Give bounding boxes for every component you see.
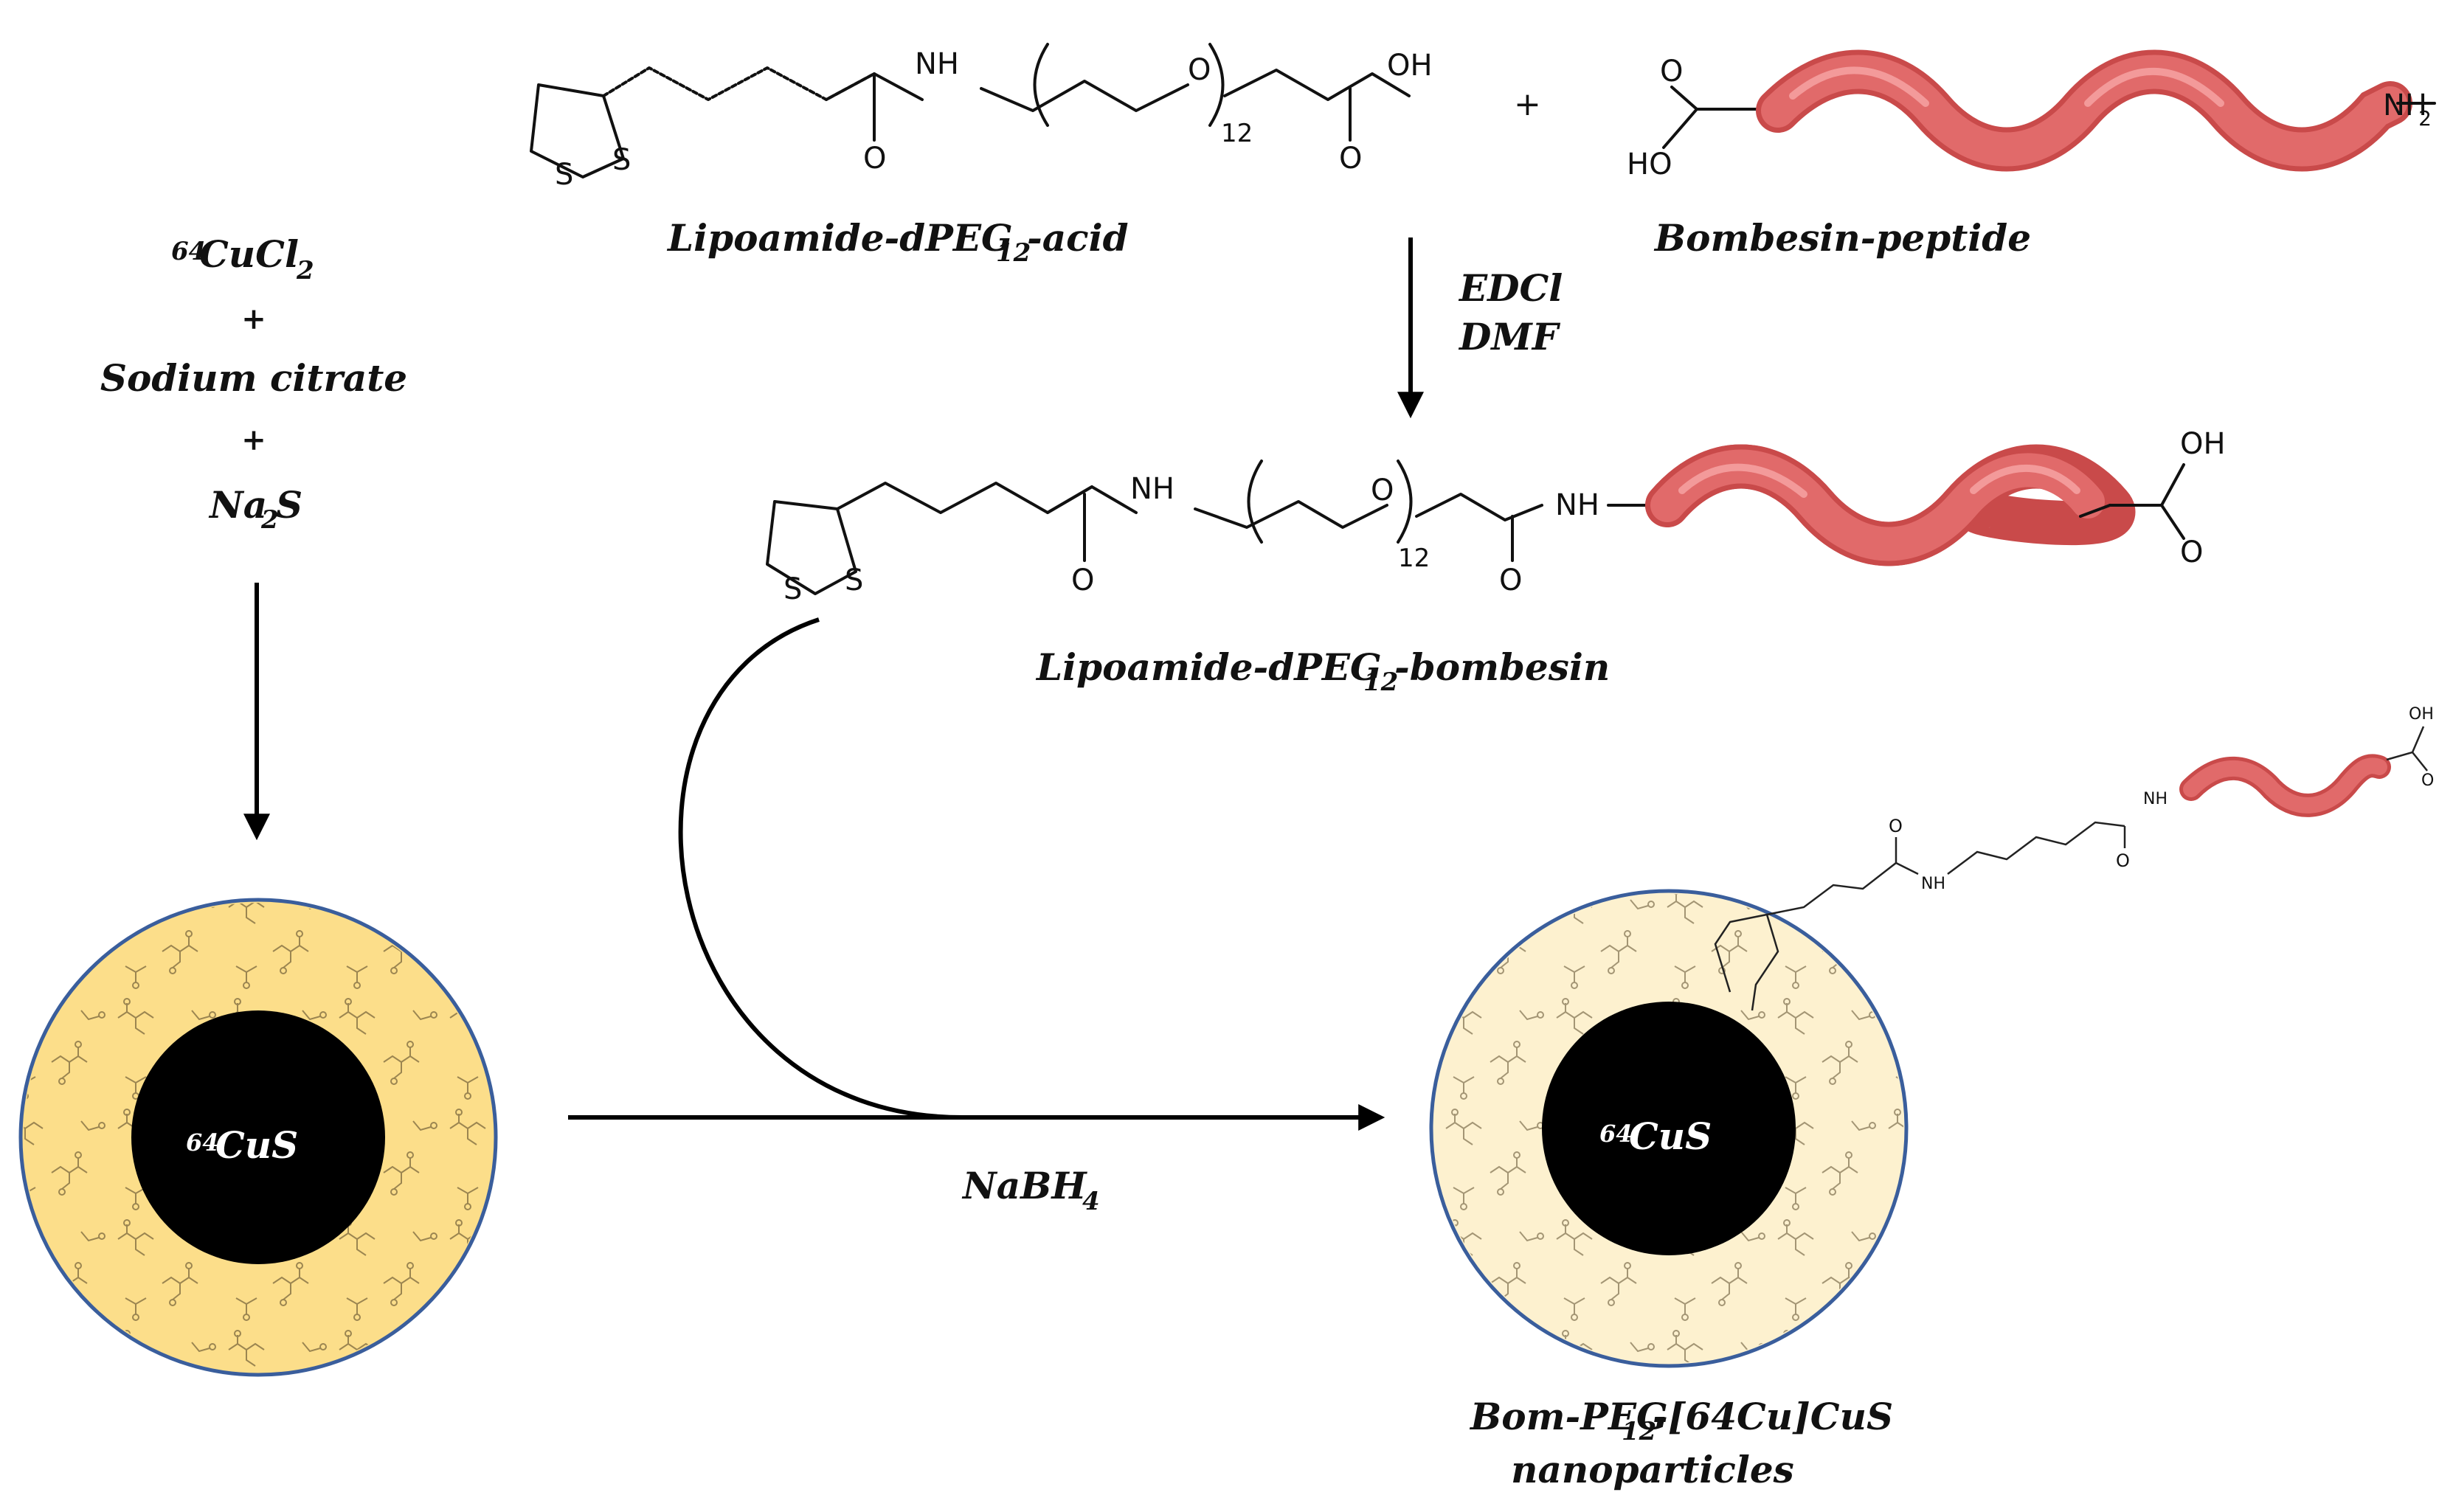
product-label-line1-suffix: -[64Cu]CuS (1653, 1395, 1893, 1438)
cucl2-subscript: 2 (296, 256, 314, 285)
lipoamide-acid-suffix: -acid (1027, 216, 1129, 260)
ligand-oh: OH (2409, 705, 2434, 724)
bombesin-label: Bombesin-peptide (1653, 216, 2031, 260)
conjugate-dithiolane-ring (766, 500, 857, 595)
reagent-na2s: Na 2 S (208, 483, 302, 535)
conjugate-sulfur: S (845, 563, 863, 597)
bombesin-oh-bond (1662, 108, 1698, 149)
lipoamide-bombesin-name: Lipoamide-dPEG 12 -bombesin (1035, 645, 1610, 697)
conjugate-oh: OH (2180, 427, 2226, 461)
ligand-amide-nh: NH (1921, 875, 1945, 893)
cus-core-left-label: CuS (215, 1123, 298, 1167)
sulfur-atom: S (612, 143, 631, 177)
na2s-subscript: 2 (260, 505, 279, 535)
ligand-carbonyl-oxygen: O (1889, 816, 1903, 836)
ligand-co-bond (2412, 752, 2428, 771)
nabh4-subscript: 4 (1082, 1187, 1100, 1216)
cus-nanoparticle-left: 64 CuS (18, 898, 498, 1377)
bombesin-carbonyl-bond (1670, 86, 1698, 111)
repeat-bracket-close (1208, 43, 1225, 127)
cus-core-right-superscript: 64 (1599, 1120, 1633, 1148)
conjugate-peptide-highlight (1678, 463, 2080, 498)
conjugate-ether-oxygen: O (1371, 474, 1394, 507)
bombesin-nh2: NH (2383, 89, 2427, 122)
conjugate-linker-oxygen: O (1499, 563, 1522, 597)
ligand-linker-chain (1947, 821, 2125, 875)
lipoamide-acid-name: Lipoamide-dPEG 12 -acid (666, 216, 1129, 268)
product-label-subscript: 12 (1622, 1417, 1656, 1446)
cucl2-label: CuCl (199, 232, 299, 276)
acid-oh: OH (1387, 49, 1433, 83)
product-name: Bom-PEG 12 -[64Cu]CuS nanoparticles (1469, 1395, 1893, 1491)
cus-core-right-label: CuS (1629, 1114, 1712, 1158)
curved-connector-arrow (678, 617, 967, 1120)
lipoamide-bombesin-subscript: 12 (1363, 667, 1398, 697)
repeat-count: 12 (1221, 119, 1253, 148)
conjugate-carbonyl-oxygen: O (1071, 563, 1094, 597)
bombesin-structure: O HO NH 2 (1627, 49, 2436, 181)
conjugate-co-oxygen: O (2180, 535, 2203, 569)
lipoamide-dpeg-acid-structure: S S O NH O 12 O OH (530, 43, 1433, 192)
amide-nh: NH (915, 47, 959, 81)
repeat-bracket-open (1033, 43, 1049, 127)
ether-oxygen: O (1188, 53, 1211, 87)
cus-core-left (131, 1010, 385, 1264)
plus-sign-2: + (241, 423, 266, 457)
conjugate-cooh-stub (2079, 504, 2111, 518)
conjugate-bracket-open (1247, 460, 1263, 544)
lipoamide-acid-label: Lipoamide-dPEG (666, 216, 1013, 260)
cucl2-superscript: 64 (171, 237, 206, 266)
conjugate-amide-chain (1046, 485, 1138, 514)
bombesin-peptide-highlight (1789, 66, 2224, 107)
peg-chain (980, 80, 1189, 112)
conjugate-peg-chain (1194, 500, 1388, 529)
conjugate-co-bond (2160, 504, 2185, 540)
product-label-line1: Bom-PEG (1469, 1395, 1668, 1438)
ligand-linker-oxygen: O (2116, 850, 2130, 871)
ligand-co-oxygen: O (2421, 771, 2434, 790)
ligand-peptide-fill (2183, 757, 2387, 814)
lipoamide-bombesin-suffix: -bombesin (1394, 645, 1610, 689)
conjugate-oh-bond (2160, 463, 2185, 507)
ligand-peptide-nh: NH (2143, 790, 2168, 808)
reducing-agent: NaBH 4 (961, 1164, 1100, 1216)
conjugate-bracket-close (1397, 460, 1413, 544)
cus-core-left-superscript: 64 (186, 1128, 219, 1156)
na2s-label: Na (208, 483, 267, 527)
bombesin-carbonyl-oxygen: O (1660, 55, 1683, 89)
lipoamide-dpeg-bombesin-structure: S S O NH O 12 O NH OH O (766, 427, 2226, 606)
sulfur-atom: S (555, 158, 573, 192)
lipoamide-acid-subscript: 12 (996, 238, 1031, 268)
dithiolane-ring (530, 83, 625, 178)
lipoamide-bombesin-label: Lipoamide-dPEG (1035, 645, 1382, 689)
na2s-label-s: S (276, 483, 302, 527)
coupling-reagent-edcl: EDCl (1458, 266, 1563, 310)
bombesin-nh2-subscript: 2 (2418, 106, 2432, 131)
bombesin-ho: HO (1627, 148, 1672, 181)
plus-sign-1: + (241, 302, 266, 336)
reagent-cucl2: 64 CuCl 2 (171, 232, 314, 285)
sodium-citrate-label: Sodium citrate (100, 356, 407, 400)
cus-nanoparticle-right: 64 CuS (1429, 889, 1909, 1368)
conjugate-peptide-nh: NH (1555, 488, 1599, 522)
conjugate-sulfur: S (783, 572, 802, 606)
ligand-alkyl-chain (1766, 861, 1919, 916)
cus-core-right (1542, 1002, 1796, 1255)
ligand-cooh-chain (2386, 726, 2425, 761)
coupling-reagent-dmf: DMF (1458, 315, 1561, 358)
conjugate-repeat-count: 12 (1398, 544, 1430, 573)
conjugate-amide-nh: NH (1130, 472, 1174, 506)
attached-bombesin-ligand: O NH O NH OH O (1714, 705, 2434, 1011)
plus-sign-top: + (1514, 86, 1541, 123)
product-label-line2: nanoparticles (1511, 1448, 1794, 1491)
conjugate-linker (1415, 493, 1543, 521)
nabh4-label: NaBH (961, 1164, 1087, 1207)
carbonyl-oxygen: O (863, 142, 886, 176)
acid-chain (1223, 69, 1411, 101)
acid-carbonyl-oxygen: O (1339, 142, 1362, 176)
